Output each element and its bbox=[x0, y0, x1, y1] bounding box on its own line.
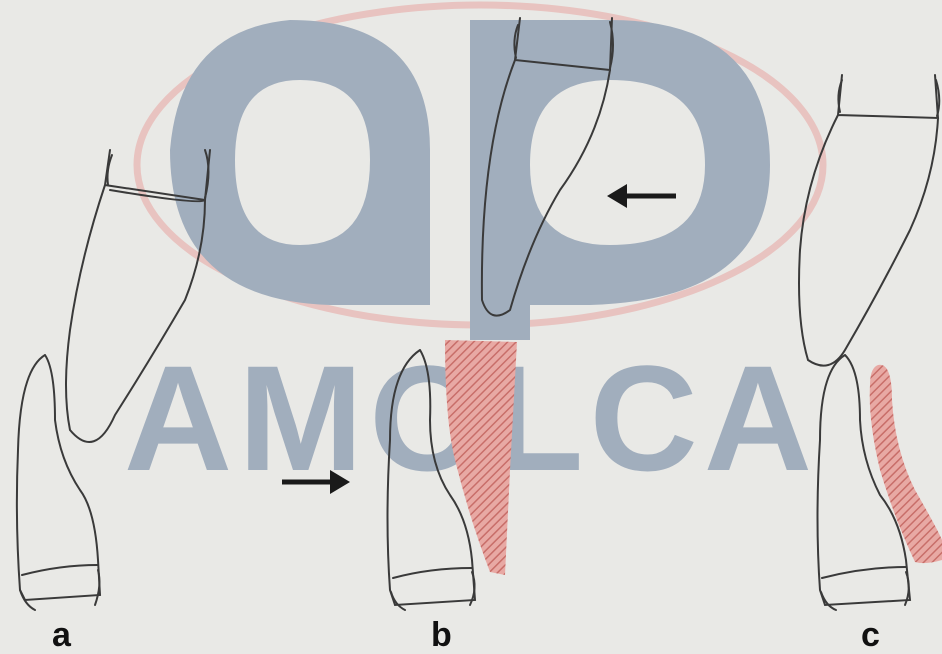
panel-b-hatched-area bbox=[445, 340, 517, 575]
panel-label-c: c bbox=[861, 618, 880, 652]
panel-c-upper-tooth bbox=[799, 75, 938, 366]
panel-label-a: a bbox=[52, 618, 71, 652]
panel-c-drawing bbox=[799, 75, 942, 610]
panel-a-lower-tooth bbox=[17, 355, 100, 600]
panel-label-b: b bbox=[431, 618, 452, 652]
panel-c-hatched-area bbox=[870, 365, 942, 563]
arrow-left bbox=[607, 184, 676, 208]
